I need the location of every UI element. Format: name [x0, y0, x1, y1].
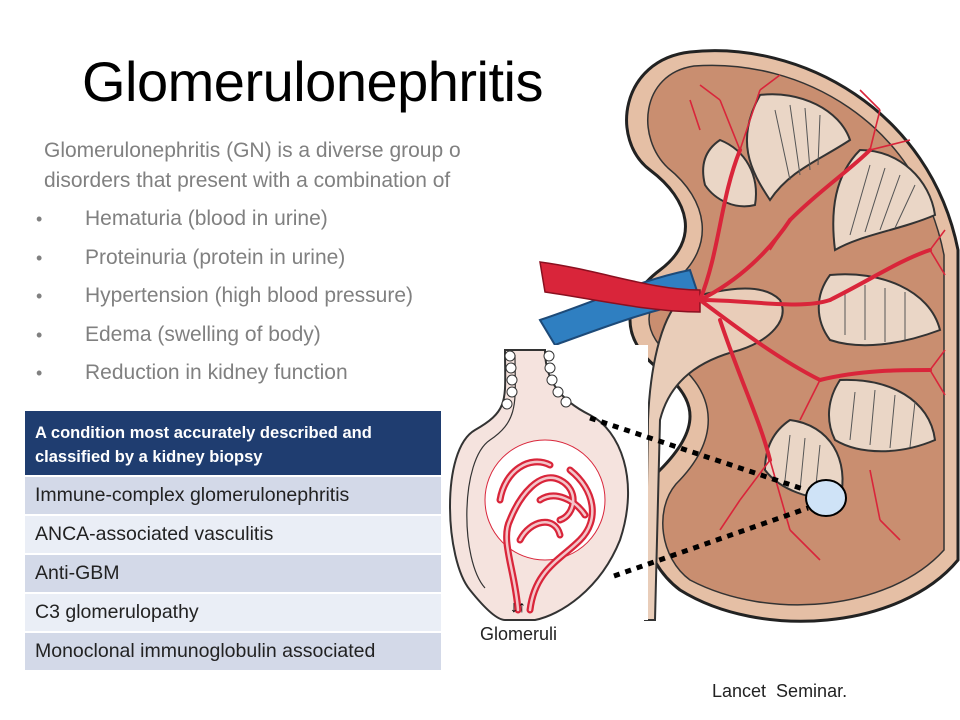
list-item-text: Edema (swelling of body) [85, 322, 321, 346]
table-row: Anti-GBM [25, 553, 441, 592]
list-item-text: Hypertension (high blood pressure) [85, 284, 414, 307]
glomerulus-highlight [805, 479, 847, 517]
table-row: C3 glomerulopathy [25, 592, 441, 631]
bullet-icon: • [36, 209, 43, 229]
intro-paragraph: Glomerulonephritis (GN) is a diverse gro… [44, 136, 528, 200]
table-row: ANCA-associated vasculitis [25, 514, 441, 553]
flow-arrows: ↓↑ [510, 599, 526, 616]
intro-line-2: disorders that present with a combinatio… [44, 169, 451, 192]
slide-title: Glomerulonephritis [82, 50, 543, 113]
tubule-cells [501, 350, 572, 410]
list-item-text: Hematuria (blood in urine) [85, 207, 328, 230]
zoom-connectors [589, 415, 809, 579]
pyramid-striations [774, 104, 916, 496]
bullet-icon: • [36, 363, 43, 383]
renal-pyramids [702, 93, 942, 502]
table-header: A condition most accurately described an… [25, 411, 441, 475]
renal-artery [539, 261, 701, 313]
bullet-icon: • [36, 286, 43, 306]
source-citation: Lancet Seminar. [712, 681, 848, 701]
list-item-text: Proteinuria (protein in urine) [85, 245, 346, 269]
arterial-twigs [689, 74, 946, 561]
capillary-loops-inner [498, 460, 594, 612]
table-row: Immune-complex glomerulonephritis [25, 475, 441, 514]
renal-pelvis [643, 287, 784, 621]
intro-line-1: Glomerulonephritis (GN) is a diverse gro… [44, 139, 461, 162]
bullet-icon: • [36, 324, 43, 345]
table-row: Monoclonal immunoglobulin associated [25, 631, 441, 670]
glomeruli-label: Glomeruli [480, 624, 558, 644]
kidney-illustration: ↓↑ [440, 49, 960, 623]
list-item-text: Reduction in kidney function [85, 361, 348, 384]
bullet-icon: • [36, 247, 43, 268]
biopsy-classification-table: A condition most accurately described an… [25, 411, 441, 670]
